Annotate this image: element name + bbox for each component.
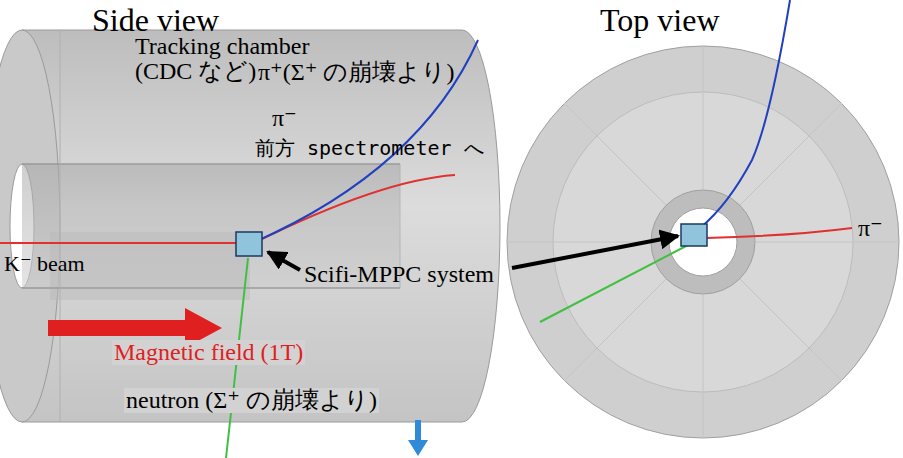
down-arrow [408, 420, 428, 456]
track-label: π⁻ [858, 216, 883, 241]
pion-minus-track [706, 228, 852, 238]
pointer-arrow [268, 252, 300, 270]
view-title: Top view [600, 4, 720, 38]
side-cylinder [0, 30, 500, 422]
kaon-beam [0, 242, 250, 244]
neutron-track [540, 244, 690, 322]
system-label: Scifi-MPPC system [304, 262, 494, 287]
field-label: Magnetic field (1T) [112, 340, 305, 365]
track-label: π⁻ [272, 106, 297, 131]
direction-label: 前方 spectrometer へ [255, 138, 484, 159]
pion-minus-track [250, 175, 455, 245]
track-label: π⁺(Σ⁺ の崩壊より) [258, 60, 454, 85]
beam-label: K⁻ beam [4, 252, 85, 275]
track-label: neutron (Σ⁺ の崩壊より) [124, 388, 379, 413]
pointer-arrow [512, 236, 678, 268]
top-disc [507, 46, 899, 438]
scifi-box [681, 224, 707, 246]
scifi-box [236, 232, 262, 256]
view-title: Side view [92, 4, 219, 38]
